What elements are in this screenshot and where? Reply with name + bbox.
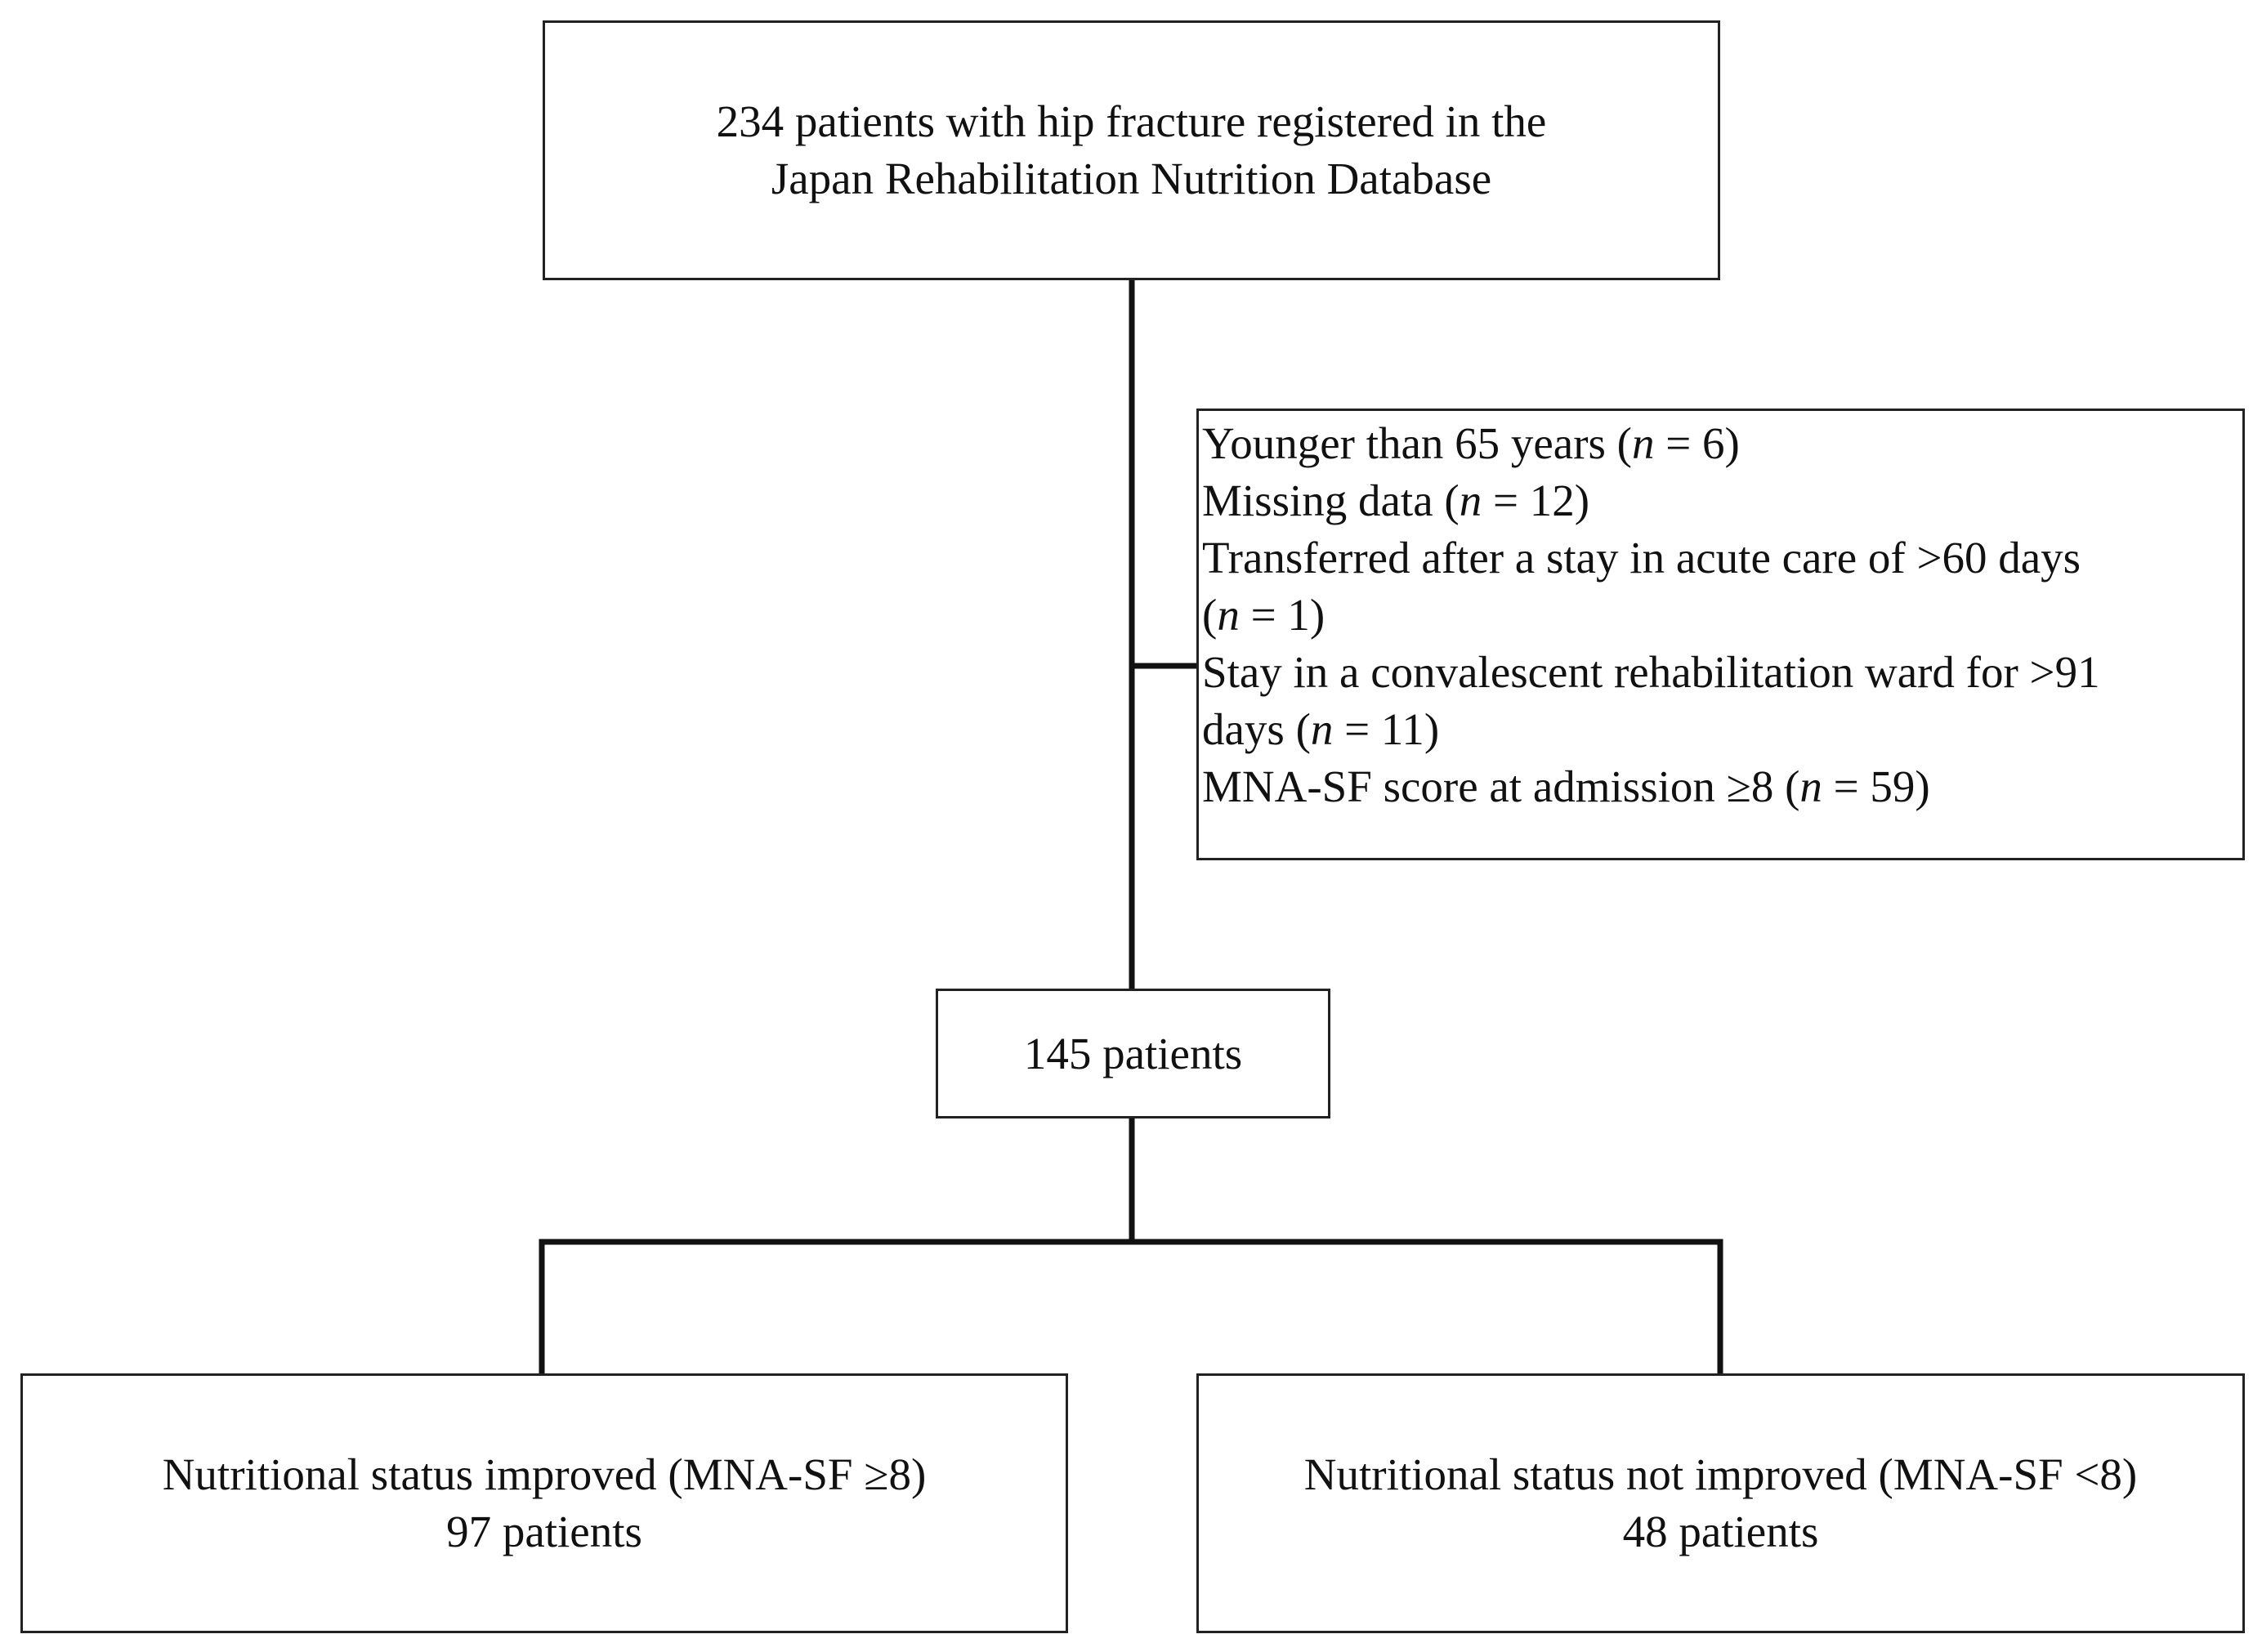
exclusion-item-transferred-count: (n = 1) [1202,590,1325,640]
left-outcome-line-2: 97 patients [446,1507,642,1556]
exclusion-item-transferred: Transferred after a stay in acute care o… [1202,533,2081,583]
top-box-line-1: 234 patients with hip fracture registere… [716,96,1547,146]
middle-box: 145 patients [936,989,1330,1118]
left-outcome-box: Nutritional status improved (MNA-SF ≥8) … [20,1373,1068,1633]
right-outcome-line-1: Nutritional status not improved (MNA-SF … [1303,1449,2138,1499]
middle-box-label: 145 patients [1023,1028,1243,1078]
exclusion-item-stay: Stay in a convalescent rehabilitation wa… [1202,647,2100,697]
exclusion-item-mna-sf: MNA-SF score at admission ≥8 (n = 59) [1202,761,1930,811]
left-outcome-line-1: Nutritional status improved (MNA-SF ≥8) [162,1449,927,1499]
exclusion-item-stay-count: days (n = 11) [1202,704,1440,754]
exclusion-item-missing-data: Missing data (n = 12) [1202,476,1590,525]
top-box: 234 patients with hip fracture registere… [543,20,1720,280]
right-outcome-line-2: 48 patients [1622,1507,1819,1556]
exclusion-item-age: Younger than 65 years (n = 6) [1202,418,1740,468]
exclusion-box: Younger than 65 years (n = 6) Missing da… [1196,409,2245,860]
top-box-line-2: Japan Rehabilitation Nutrition Database [771,154,1492,203]
right-outcome-box: Nutritional status not improved (MNA-SF … [1196,1373,2245,1633]
